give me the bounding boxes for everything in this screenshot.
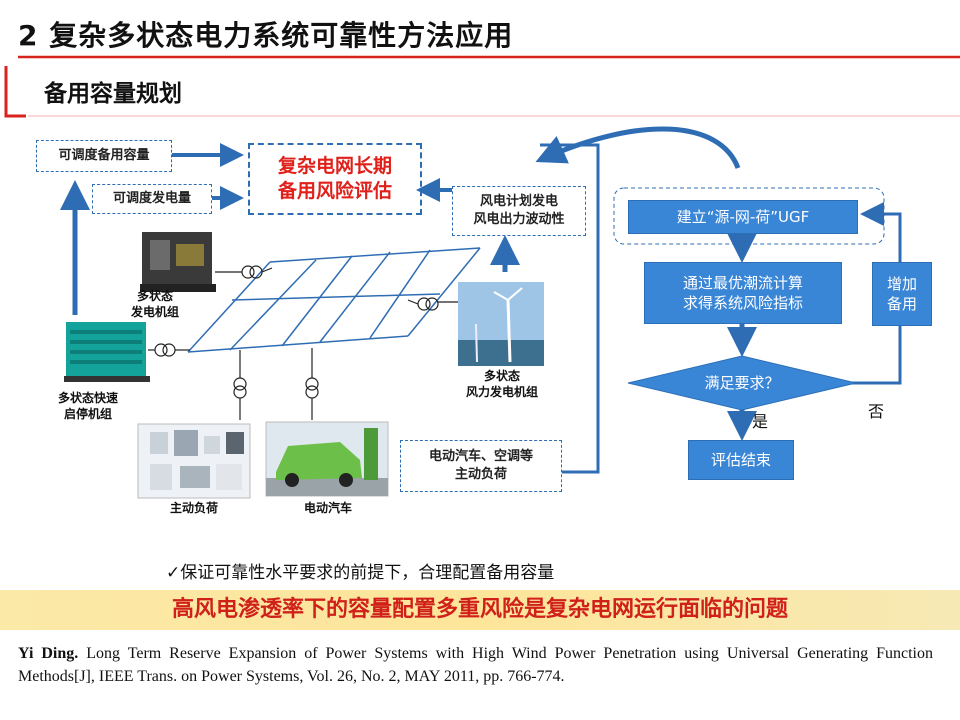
multistate-gen-line-1: 多状态 [112, 288, 198, 304]
flow-end-label: 评估结束 [711, 450, 771, 470]
ev-ac-load-box: 电动汽车、空调等 主动负荷 [400, 440, 562, 492]
ev-label: 电动汽车 [268, 500, 388, 516]
step-opf-line-2: 求得系统风险指标 [683, 293, 803, 313]
electric-car-image [266, 422, 388, 496]
reference-author: Yi Ding. [18, 645, 78, 662]
ev-ac-line-2: 主动负荷 [429, 466, 533, 484]
fast-start-unit-label: 多状态快速 启停机组 [40, 390, 136, 422]
wind-turbine-line-2: 风力发电机组 [448, 384, 556, 400]
wind-turbine-label: 多状态 风力发电机组 [448, 368, 556, 400]
smart-home-image [138, 424, 250, 498]
flow-end-box: 评估结束 [688, 440, 794, 480]
decision-label: 满足要求？ [628, 372, 856, 394]
conclusion-banner: 高风电渗透率下的容量配置多重风险是复杂电网运行面临的问题 [0, 590, 960, 630]
core-risk-box: 复杂电网长期 备用风险评估 [248, 143, 422, 215]
multistate-gen-line-2: 发电机组 [112, 304, 198, 320]
dispatchable-generation-box: 可调度发电量 [92, 184, 212, 214]
core-line-2: 备用风险评估 [278, 179, 392, 204]
step-build-ugf-label: 建立“源-网-荷”UGF [677, 207, 810, 227]
reference-citation: Yi Ding. Long Term Reserve Expansion of … [18, 642, 933, 688]
wind-plan-box: 风电计划发电 风电出力波动性 [452, 186, 586, 236]
wind-turbine-line-1: 多状态 [448, 368, 556, 384]
fast-gen-line-2: 启停机组 [40, 406, 136, 422]
increase-line-2: 备用 [887, 294, 917, 314]
core-line-1: 复杂电网长期 [278, 154, 392, 179]
fast-gen-line-1: 多状态快速 [40, 390, 136, 406]
decision-no-label: 否 [868, 398, 884, 422]
increase-line-1: 增加 [887, 274, 917, 294]
dispatchable-generation-label: 可调度发电量 [113, 190, 191, 208]
active-load-label: 主动负荷 [138, 500, 250, 516]
flow-loop-path [866, 214, 900, 262]
curved-arrow-to-core [540, 129, 738, 168]
dispatchable-reserve-box: 可调度备用容量 [36, 140, 172, 172]
wind-plan-line-2: 风电出力波动性 [473, 211, 564, 229]
flow-step-build-ugf: 建立“源-网-荷”UGF [628, 200, 858, 234]
decision-yes-label: 是 [752, 408, 768, 432]
wind-plan-line-1: 风电计划发电 [473, 193, 564, 211]
container-genset-image [64, 322, 150, 382]
wind-turbine-image [458, 282, 544, 366]
ev-ac-line-1: 电动汽车、空调等 [429, 448, 533, 466]
diesel-generator-image [140, 232, 216, 292]
reference-text: Long Term Reserve Expansion of Power Sys… [18, 645, 933, 685]
increase-reserve-box: 增加 备用 [872, 262, 932, 326]
dispatchable-reserve-label: 可调度备用容量 [58, 147, 149, 165]
step-opf-line-1: 通过最优潮流计算 [683, 273, 803, 293]
multistate-generator-label: 多状态 发电机组 [112, 288, 198, 320]
bullet-text: ✓保证可靠性水平要求的前提下，合理配置备用容量 [166, 558, 554, 583]
flow-step-opf: 通过最优潮流计算 求得系统风险指标 [644, 262, 842, 324]
flow-no-path [852, 325, 900, 383]
